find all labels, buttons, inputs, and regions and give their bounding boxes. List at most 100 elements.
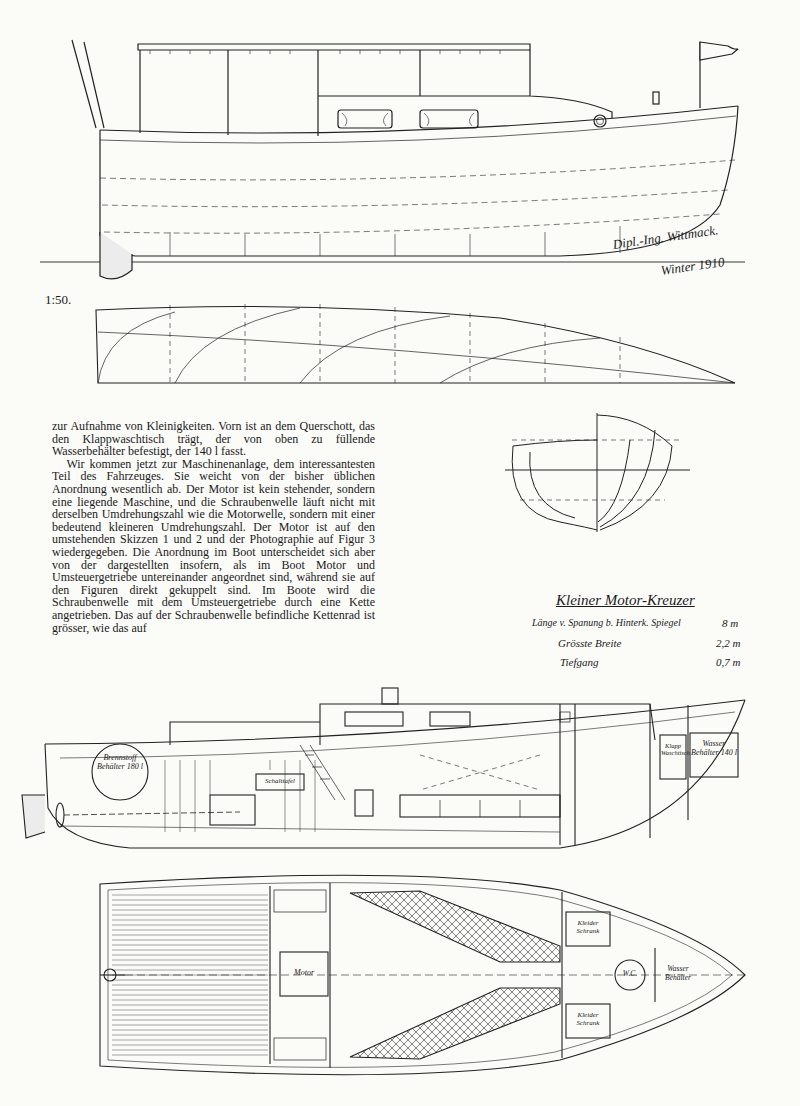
deck-planking	[112, 1030, 268, 1031]
side-profile	[100, 232, 132, 279]
body-paragraph: Wir kommen jetzt zur Maschinenanlage, de…	[52, 458, 375, 634]
half-breadth-plan	[96, 304, 735, 383]
longitudinal-section	[22, 688, 745, 848]
side-profile	[100, 106, 738, 256]
tank-label: Wasser Behälter 140 l	[691, 739, 737, 757]
longitudinal-section	[660, 735, 686, 779]
deck-planking	[112, 930, 268, 931]
deck-planking	[112, 980, 268, 981]
deck-planking	[112, 990, 268, 991]
deck-plan	[274, 1038, 326, 1060]
deck-planking	[112, 915, 268, 916]
side-profile	[597, 118, 604, 125]
part-label: Klapp Waschtisch	[661, 742, 685, 757]
deck-plan	[100, 875, 745, 1074]
deck-plan	[125, 975, 745, 976]
longitudinal-section	[92, 744, 148, 800]
deck-planking	[112, 1005, 268, 1006]
part-label: Kleider Schrank	[567, 919, 609, 935]
side-profile	[318, 50, 612, 118]
deck-planking	[112, 1000, 268, 1001]
spec-label: Grösste Breite	[558, 637, 621, 650]
deck-plan	[270, 883, 562, 1068]
deck-planking	[112, 940, 268, 941]
longitudinal-section	[355, 790, 373, 816]
deck-planking	[112, 950, 268, 951]
spec-label: Länge v. Spanung b. Hinterk. Spiegel	[532, 617, 681, 629]
deck-plan	[350, 988, 560, 1059]
part-label: Motor	[282, 968, 326, 977]
side-profile	[594, 115, 606, 127]
part-label: Schalttafel	[257, 777, 303, 785]
deck-planking	[112, 910, 268, 911]
longitudinal-section	[256, 774, 304, 790]
deck-plan	[350, 891, 560, 962]
body-plan	[505, 413, 690, 532]
deck-planking	[112, 1010, 268, 1011]
body-plan	[512, 440, 680, 500]
side-profile	[140, 50, 420, 136]
longitudinal-section	[56, 803, 64, 827]
deck-planking	[112, 965, 268, 966]
longitudinal-section	[560, 712, 570, 722]
longitudinal-section	[345, 712, 403, 726]
deck-plan	[566, 912, 610, 946]
longitudinal-section	[170, 704, 655, 745]
deck-planking	[112, 1040, 268, 1041]
longitudinal-section	[64, 812, 240, 815]
longitudinal-section	[400, 795, 560, 817]
spec-value: 0,7 m	[716, 656, 740, 669]
side-profile	[40, 262, 745, 263]
side-profile	[150, 50, 500, 54]
part-label: Kleider Schrank	[567, 1011, 609, 1027]
deck-planking	[112, 1050, 268, 1051]
deck-plan	[615, 960, 645, 990]
deck-planking	[112, 1020, 268, 1021]
deck-planking	[112, 995, 268, 996]
deck-planking	[112, 920, 268, 921]
spec-value: 2,2 m	[716, 637, 740, 650]
body-plan	[597, 415, 672, 530]
longitudinal-section	[45, 700, 745, 744]
deck-planking	[112, 970, 268, 971]
side-profile	[100, 116, 736, 143]
deck-plan	[100, 875, 745, 1074]
deck-plan	[566, 1004, 610, 1038]
longitudinal-section	[165, 760, 315, 832]
side-profile	[342, 113, 474, 126]
deck-planking	[112, 1035, 268, 1036]
half-breadth-plan	[98, 308, 735, 383]
deck-planking	[112, 1015, 268, 1016]
deck-plan	[654, 948, 655, 1002]
spec-label: Tiefgang	[560, 656, 599, 669]
longitudinal-section	[690, 733, 738, 777]
longitudinal-section	[382, 688, 398, 704]
longitudinal-section	[300, 745, 345, 800]
body-plan	[505, 413, 690, 532]
longitudinal-section	[420, 755, 540, 790]
deck-planking	[112, 1045, 268, 1046]
side-profile	[138, 44, 530, 50]
longitudinal-section	[60, 712, 735, 832]
deck-planking	[112, 935, 268, 936]
deck-planking	[112, 960, 268, 961]
scale-note: 1:50.	[45, 293, 71, 308]
side-profile	[653, 92, 659, 104]
deck-planking	[112, 895, 268, 896]
deck-plan	[280, 952, 328, 996]
side-profile	[100, 160, 735, 233]
longitudinal-section	[210, 795, 255, 825]
side-profile	[700, 42, 738, 60]
body-plan	[512, 440, 597, 530]
date-note: Winter 1910	[660, 255, 725, 279]
longitudinal-section	[440, 800, 520, 817]
deck-planking	[112, 905, 268, 906]
tank-label: Brennstoff Behälter 180 l	[96, 753, 144, 771]
deck-planking	[112, 1055, 268, 1056]
longitudinal-section	[560, 704, 688, 845]
side-profile	[100, 106, 738, 133]
longitudinal-section	[22, 795, 45, 838]
deck-planking	[112, 925, 268, 926]
tank-label: Wasser Behälter	[658, 965, 698, 982]
